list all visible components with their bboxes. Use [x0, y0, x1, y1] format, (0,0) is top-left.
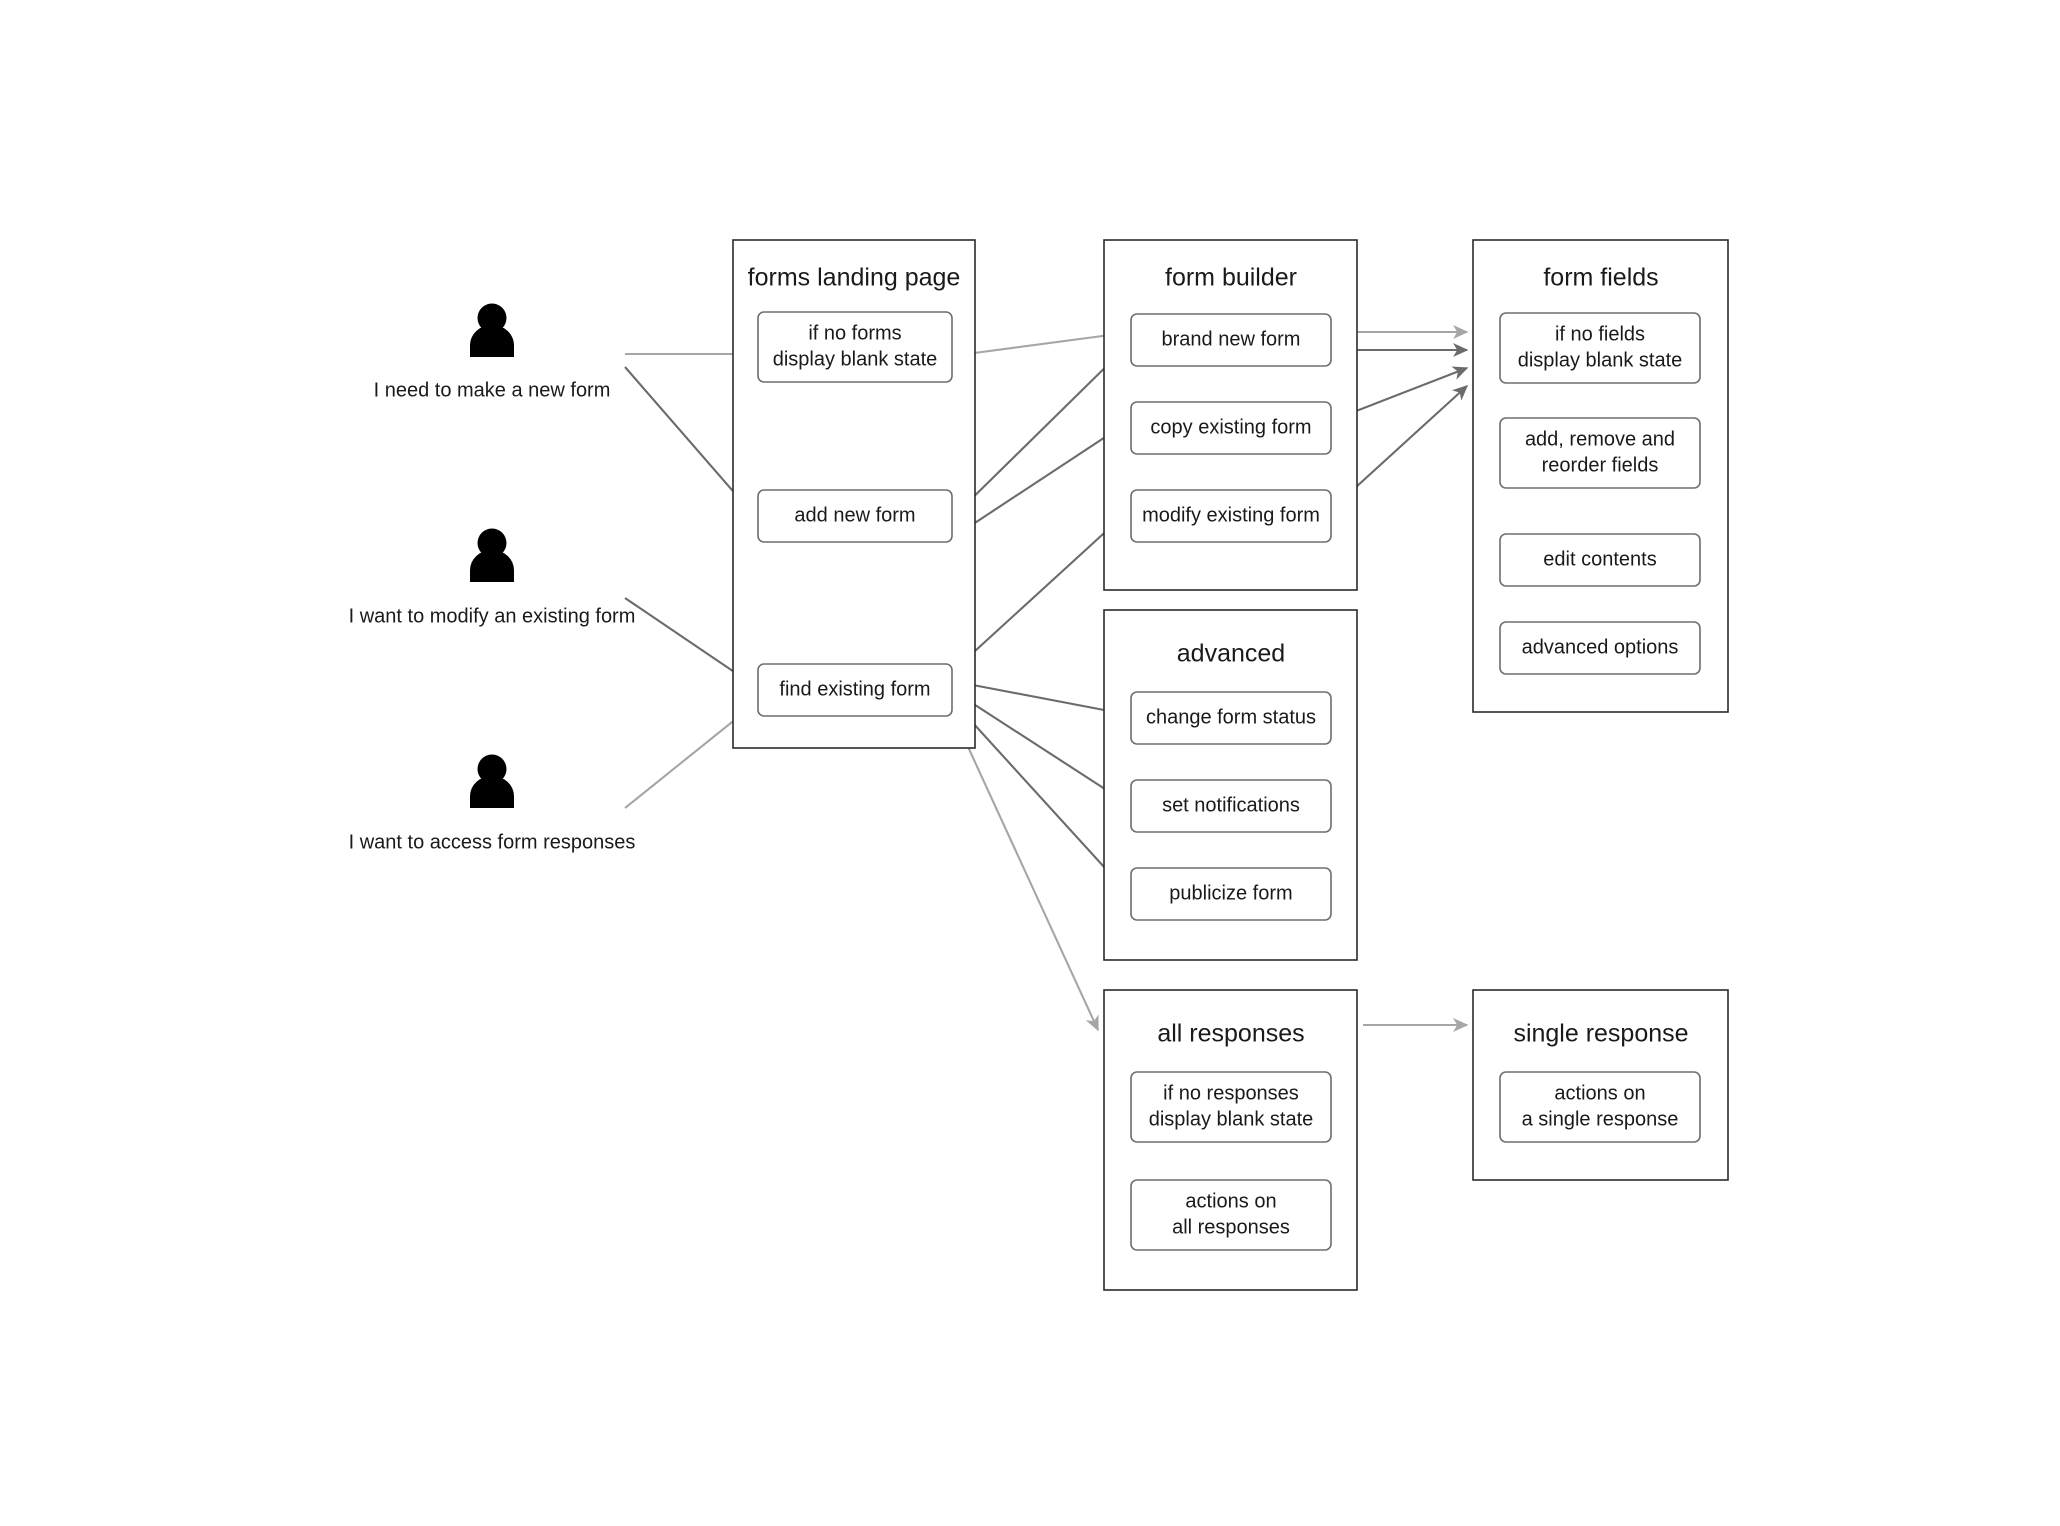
node-brand-new-form[interactable]: brand new form — [1130, 313, 1332, 367]
persona-modify-form: I want to modify an existing form — [349, 528, 636, 627]
panel-all-responses-title: all responses — [1157, 1020, 1304, 1048]
panel-single-response: single response actions on a single respon… — [1472, 989, 1729, 1181]
node-if-no-responses[interactable]: if no responses display blank state — [1130, 1071, 1332, 1143]
persona-modify-form-label: I want to modify an existing form — [349, 605, 636, 627]
panels-layer: forms landing page if no forms display bla… — [732, 239, 1729, 1291]
panel-all-responses: all responses if no responses display blan… — [1103, 989, 1358, 1291]
panel-forms-landing-page-title: forms landing page — [748, 264, 961, 292]
node-publicize-form-box[interactable] — [1130, 867, 1332, 921]
edges-layer — [624, 325, 1469, 1032]
node-actions-single-response[interactable]: actions on a single response — [1499, 1071, 1701, 1143]
edge-persona-new-to-add-new-form — [624, 366, 753, 515]
node-copy-existing-form[interactable]: copy existing form — [1130, 401, 1332, 455]
node-change-form-status-label: change form status — [1146, 706, 1316, 728]
node-actions-all-responses-label: all responses — [1172, 1216, 1290, 1238]
node-edit-contents-box[interactable] — [1499, 533, 1701, 587]
panel-forms-landing-page: forms landing page if no forms display bla… — [732, 239, 976, 749]
panel-advanced: advanced change form status set notificati… — [1103, 609, 1358, 961]
node-if-no-forms-label: display blank state — [773, 348, 938, 370]
person-icon — [470, 754, 514, 808]
node-set-notifications-box[interactable] — [1130, 779, 1332, 833]
person-icon-head — [477, 528, 507, 558]
node-modify-existing-form-label: modify existing form — [1142, 504, 1320, 526]
node-actions-single-response-box[interactable] — [1499, 1071, 1701, 1143]
edge-find-existing-to-set-notifications — [951, 689, 1127, 803]
node-copy-existing-form-box[interactable] — [1130, 401, 1332, 455]
node-publicize-form[interactable]: publicize form — [1130, 867, 1332, 921]
panel-form-builder-title: form builder — [1165, 264, 1297, 292]
person-icon — [470, 303, 514, 357]
node-if-no-forms-label: if no forms — [808, 322, 901, 344]
node-add-new-form[interactable]: add new form — [757, 489, 953, 543]
node-edit-contents-label: edit contents — [1543, 548, 1656, 570]
person-icon-head — [477, 754, 507, 784]
panel-single-response-title: single response — [1513, 1020, 1688, 1048]
edge-persona-access-to-find-existing — [624, 705, 754, 809]
node-actions-single-response-label: actions on — [1554, 1082, 1645, 1104]
node-add-remove-reorder-fields-label: add, remove and — [1525, 428, 1675, 450]
node-if-no-fields-box[interactable] — [1499, 312, 1701, 384]
node-if-no-responses-box[interactable] — [1130, 1071, 1332, 1143]
edge-find-existing-to-change-form-status — [951, 679, 1127, 719]
personas-layer: I need to make a new form I want to modif… — [349, 303, 636, 853]
edge-add-new-form-to-brand-new-form — [951, 347, 1126, 519]
node-brand-new-form-label: brand new form — [1162, 328, 1301, 350]
person-icon — [470, 528, 514, 582]
node-add-remove-reorder-fields[interactable]: add, remove and reorder fields — [1499, 417, 1701, 489]
node-actions-all-responses-box[interactable] — [1130, 1179, 1332, 1251]
person-icon-body — [470, 776, 514, 808]
node-change-form-status-box[interactable] — [1130, 691, 1332, 745]
node-edit-contents[interactable]: edit contents — [1499, 533, 1701, 587]
persona-new-form: I need to make a new form — [374, 303, 611, 401]
person-icon-body — [470, 550, 514, 582]
node-set-notifications-label: set notifications — [1162, 794, 1300, 816]
edge-find-existing-to-publicize-form — [951, 699, 1126, 892]
edge-find-existing-to-all-responses — [951, 711, 1099, 1032]
person-icon-body — [470, 325, 514, 357]
panel-form-fields: form fields if no fields display blank sta… — [1472, 239, 1729, 713]
node-modify-existing-form-box[interactable] — [1130, 489, 1332, 543]
node-advanced-options-box[interactable] — [1499, 621, 1701, 675]
panel-form-builder: form builder brand new form copy existing … — [1103, 239, 1358, 591]
node-advanced-options-label: advanced options — [1522, 636, 1679, 658]
node-actions-all-responses-label: actions on — [1185, 1190, 1276, 1212]
panel-form-fields-title: form fields — [1543, 264, 1658, 292]
node-if-no-responses-label: if no responses — [1163, 1082, 1299, 1104]
node-find-existing-form-box[interactable] — [757, 663, 953, 717]
node-add-new-form-box[interactable] — [757, 489, 953, 543]
persona-new-form-label: I need to make a new form — [374, 379, 611, 401]
node-find-existing-form[interactable]: find existing form — [757, 663, 953, 717]
node-add-remove-reorder-fields-label: reorder fields — [1542, 454, 1659, 476]
edge-add-new-form-to-copy-existing-form — [951, 423, 1127, 539]
node-copy-existing-form-label: copy existing form — [1150, 416, 1311, 438]
node-actions-all-responses[interactable]: actions on all responses — [1130, 1179, 1332, 1251]
persona-access-responses-label: I want to access form responses — [349, 831, 636, 853]
node-publicize-form-label: publicize form — [1169, 882, 1292, 904]
node-if-no-responses-label: display blank state — [1149, 1108, 1314, 1130]
edge-find-existing-to-modify-existing-form — [951, 513, 1127, 673]
node-if-no-forms[interactable]: if no forms display blank state — [757, 311, 953, 383]
node-advanced-options[interactable]: advanced options — [1499, 621, 1701, 675]
node-set-notifications[interactable]: set notifications — [1130, 779, 1332, 833]
node-find-existing-form-label: find existing form — [779, 678, 930, 700]
node-if-no-fields-label: if no fields — [1555, 323, 1645, 345]
edge-persona-modify-to-find-existing — [624, 597, 754, 685]
node-modify-existing-form[interactable]: modify existing form — [1130, 489, 1332, 543]
persona-access-responses: I want to access form responses — [349, 754, 636, 853]
node-if-no-fields-label: display blank state — [1518, 349, 1683, 371]
node-if-no-forms-box[interactable] — [757, 311, 953, 383]
person-icon-head — [477, 303, 507, 333]
node-change-form-status[interactable]: change form status — [1130, 691, 1332, 745]
node-actions-single-response-label: a single response — [1522, 1108, 1679, 1130]
node-add-remove-reorder-fields-box[interactable] — [1499, 417, 1701, 489]
node-brand-new-form-box[interactable] — [1130, 313, 1332, 367]
node-if-no-fields[interactable]: if no fields display blank state — [1499, 312, 1701, 384]
edge-if-no-forms-to-brand-new-form — [951, 327, 1127, 358]
node-add-new-form-label: add new form — [794, 504, 915, 526]
panel-advanced-title: advanced — [1177, 640, 1285, 668]
